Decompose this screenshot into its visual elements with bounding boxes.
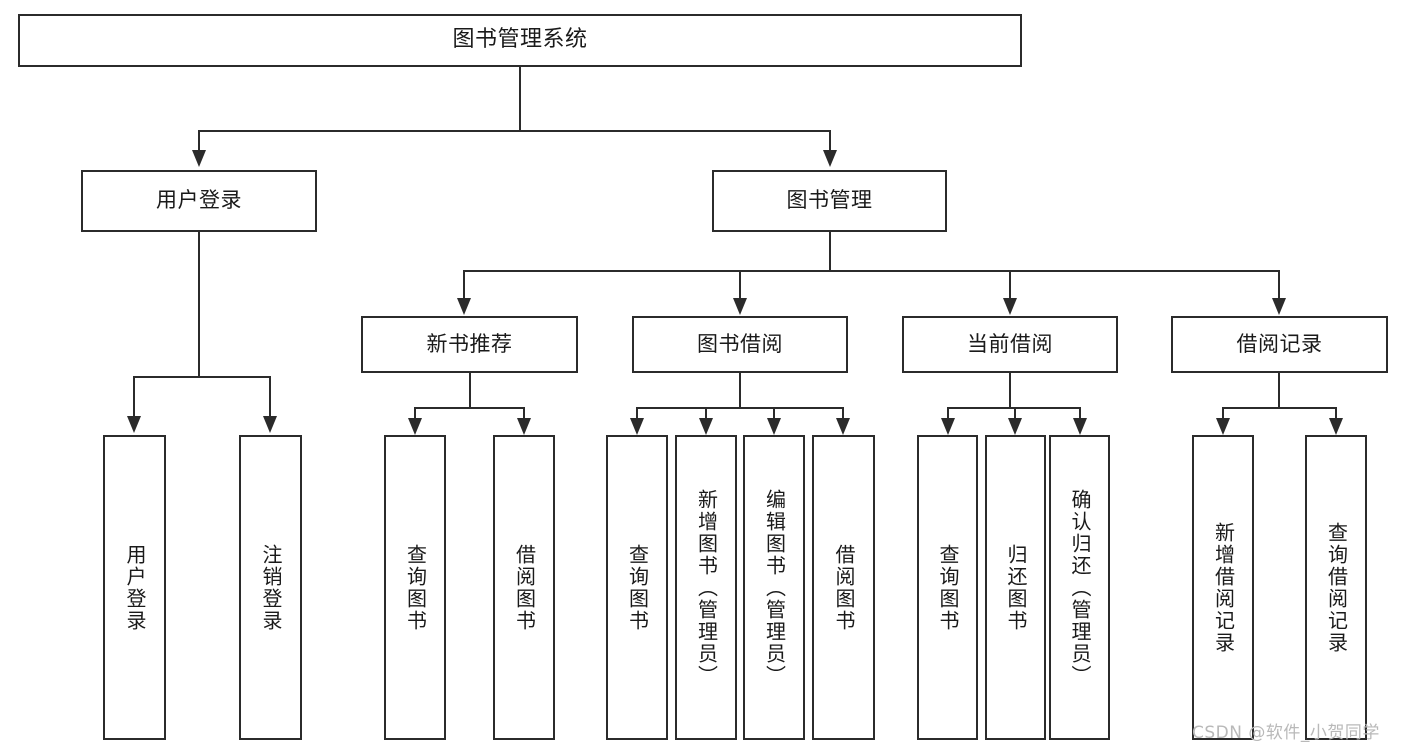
edge-borrow-record-drop-2 <box>1335 407 1337 420</box>
edge-user-login-drop-2 <box>269 376 271 418</box>
edge-current-borrow-drop-3 <box>1079 407 1081 420</box>
edge-borrow-record-drop-1 <box>1222 407 1224 420</box>
edge-current-borrow-drop-1 <box>947 407 949 420</box>
node-root-book-management-system[interactable]: 图书管理系统 <box>18 14 1022 67</box>
edge-level3-bus <box>463 270 1279 272</box>
edge-book-borrow-drop-3 <box>773 407 775 420</box>
edge-current-borrow-bus <box>947 407 1080 409</box>
edge-book-borrow-drop-4 <box>842 407 844 420</box>
node-label: 用户登录 <box>123 543 147 632</box>
edge-user-login-drop-1 <box>133 376 135 418</box>
leaf-user-login[interactable]: 用户登录 <box>103 435 166 740</box>
arrowhead-current-borrow-2 <box>1008 418 1022 435</box>
arrowhead-book-borrow-3 <box>767 418 781 435</box>
arrowhead-level3-4 <box>1272 298 1286 315</box>
node-label: 借阅图书 <box>512 543 537 632</box>
leaf-confirm-return-admin[interactable]: 确认归还（管理员） <box>1049 435 1110 740</box>
edge-borrow-record-stem <box>1278 373 1280 409</box>
edge-current-borrow-stem <box>1009 373 1011 409</box>
arrowhead-current-borrow-3 <box>1073 418 1087 435</box>
arrowhead-book-borrow-4 <box>836 418 850 435</box>
node-new-book-recommend[interactable]: 新书推荐 <box>361 316 578 373</box>
arrowhead-level2-1 <box>192 150 206 167</box>
node-label: 新增借阅记录 <box>1211 521 1236 654</box>
node-label: 查询图书 <box>936 543 960 632</box>
edge-book-borrow-bus <box>636 407 843 409</box>
node-label: 当前借阅 <box>967 331 1053 356</box>
edge-new-book-drop-1 <box>414 407 416 420</box>
node-label: 图书管理系统 <box>452 27 588 53</box>
leaf-edit-book-admin[interactable]: 编辑图书（管理员） <box>743 435 805 740</box>
leaf-borrow-book-recommend[interactable]: 借阅图书 <box>493 435 555 740</box>
node-book-management[interactable]: 图书管理 <box>712 170 947 232</box>
node-borrow-record[interactable]: 借阅记录 <box>1171 316 1388 373</box>
edge-user-login-stem <box>198 232 200 378</box>
edge-borrow-record-bus <box>1222 407 1336 409</box>
edge-level3-drop-4 <box>1278 270 1280 300</box>
node-label: 图书管理 <box>786 188 873 213</box>
edge-current-borrow-drop-2 <box>1014 407 1016 420</box>
arrowhead-book-borrow-1 <box>630 418 644 435</box>
arrowhead-current-borrow-1 <box>941 418 955 435</box>
node-label: 确认归还（管理员） <box>1068 488 1092 687</box>
edge-book-borrow-drop-2 <box>705 407 707 420</box>
leaf-logout[interactable]: 注销登录 <box>239 435 302 740</box>
edge-level2-drop-1 <box>198 130 200 152</box>
leaf-query-borrow-record[interactable]: 查询借阅记录 <box>1305 435 1367 740</box>
watermark-csdn: CSDN @软件_小贺同学 <box>1192 723 1380 743</box>
arrowhead-level3-1 <box>457 298 471 315</box>
arrowhead-level2-2 <box>823 150 837 167</box>
node-label: 借阅记录 <box>1236 331 1323 356</box>
leaf-borrow-book[interactable]: 借阅图书 <box>812 435 875 740</box>
node-label: 查询图书 <box>403 543 428 632</box>
arrowhead-new-book-1 <box>408 418 422 435</box>
node-label: 借阅图书 <box>832 543 856 632</box>
leaf-query-book-current[interactable]: 查询图书 <box>917 435 978 740</box>
node-label: 查询借阅记录 <box>1324 521 1349 654</box>
leaf-add-book-admin[interactable]: 新增图书（管理员） <box>675 435 737 740</box>
edge-level3-drop-1 <box>463 270 465 300</box>
leaf-query-book-borrow[interactable]: 查询图书 <box>606 435 668 740</box>
node-book-borrow[interactable]: 图书借阅 <box>632 316 848 373</box>
node-label: 新增图书（管理员） <box>694 488 719 687</box>
node-label: 归还图书 <box>1004 543 1028 632</box>
node-label: 注销登录 <box>259 543 283 632</box>
node-user-login[interactable]: 用户登录 <box>81 170 317 232</box>
leaf-query-book-recommend[interactable]: 查询图书 <box>384 435 446 740</box>
edge-user-login-bus <box>133 376 270 378</box>
node-label: 查询图书 <box>625 543 650 632</box>
node-label: 新书推荐 <box>426 331 513 356</box>
edge-book-management-stem <box>829 232 831 272</box>
arrowhead-level3-2 <box>733 298 747 315</box>
arrowhead-borrow-record-1 <box>1216 418 1230 435</box>
node-label: 图书借阅 <box>697 331 783 356</box>
arrowhead-new-book-2 <box>517 418 531 435</box>
edge-new-book-bus <box>414 407 524 409</box>
node-label: 编辑图书（管理员） <box>762 488 787 687</box>
node-label: 用户登录 <box>156 188 242 213</box>
edge-level2-drop-2 <box>829 130 831 152</box>
arrowhead-user-login-2 <box>263 416 277 433</box>
arrowhead-book-borrow-2 <box>699 418 713 435</box>
edge-book-borrow-stem <box>739 373 741 409</box>
edge-level3-drop-2 <box>739 270 741 300</box>
leaf-add-borrow-record[interactable]: 新增借阅记录 <box>1192 435 1254 740</box>
leaf-return-book[interactable]: 归还图书 <box>985 435 1046 740</box>
edge-root-stem <box>519 67 521 131</box>
node-current-borrow[interactable]: 当前借阅 <box>902 316 1118 373</box>
edge-level2-bus <box>198 130 830 132</box>
arrowhead-level3-3 <box>1003 298 1017 315</box>
edge-new-book-stem <box>469 373 471 409</box>
edge-book-borrow-drop-1 <box>636 407 638 420</box>
arrowhead-user-login-1 <box>127 416 141 433</box>
edge-level3-drop-3 <box>1009 270 1011 300</box>
edge-new-book-drop-2 <box>523 407 525 420</box>
arrowhead-borrow-record-2 <box>1329 418 1343 435</box>
